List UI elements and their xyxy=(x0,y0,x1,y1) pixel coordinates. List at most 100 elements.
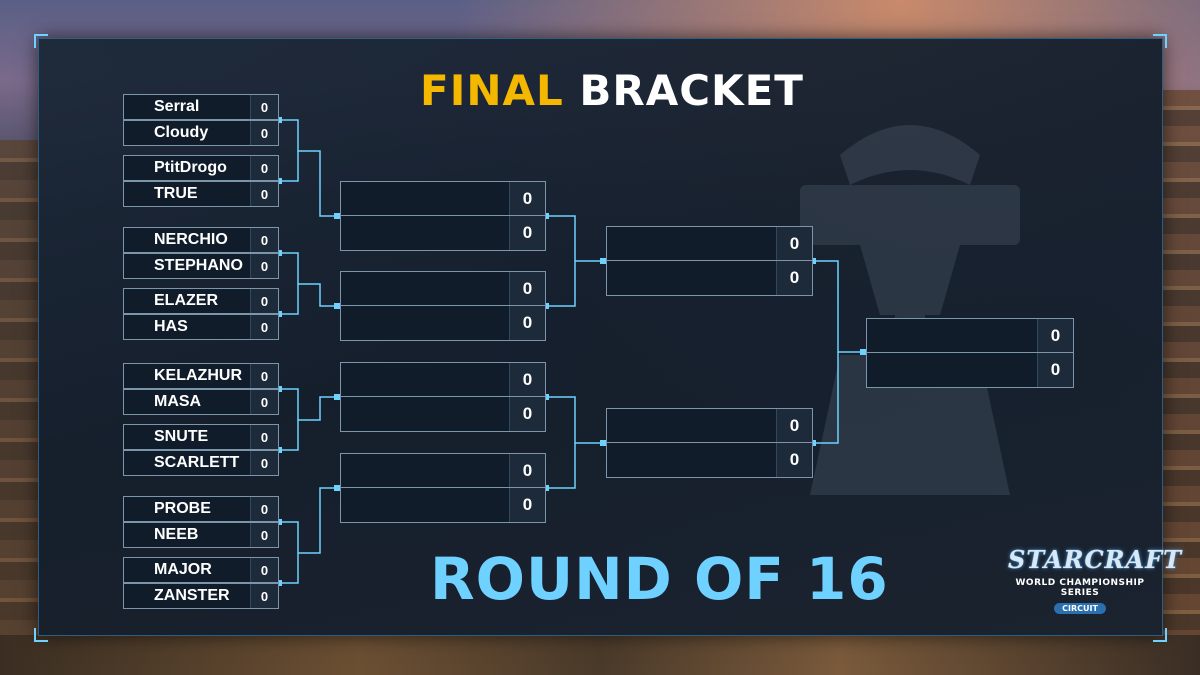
bracket-slot[interactable]: MAJOR 0 xyxy=(123,557,279,583)
panel-corner-bottom-right xyxy=(1153,628,1167,642)
bracket-slot[interactable]: 0 xyxy=(606,408,813,444)
score: 0 xyxy=(250,254,278,278)
background-city-bottom xyxy=(0,635,1200,675)
bracket-slot[interactable]: TRUE 0 xyxy=(123,181,279,207)
bracket-slot[interactable]: HAS 0 xyxy=(123,314,279,340)
page-title: FINAL BRACKET xyxy=(420,66,800,118)
player-name: STEPHANO xyxy=(154,254,243,278)
score: 0 xyxy=(1037,319,1073,353)
score: 0 xyxy=(776,443,812,477)
quarterfinal-match: 0 0 xyxy=(340,181,546,251)
bracket-slot[interactable]: Cloudy 0 xyxy=(123,120,279,146)
quarterfinal-match: 0 0 xyxy=(340,271,546,341)
bracket-slot[interactable]: PtitDrogo 0 xyxy=(123,155,279,181)
r16-match: KELAZHUR 0 MASA 0 xyxy=(123,363,279,415)
quarterfinal-match: 0 0 xyxy=(340,453,546,523)
score: 0 xyxy=(250,121,278,145)
player-name: Serral xyxy=(154,95,199,119)
score: 0 xyxy=(250,364,278,388)
score: 0 xyxy=(776,261,812,295)
player-name: SCARLETT xyxy=(154,451,239,475)
bracket-slot[interactable]: Serral 0 xyxy=(123,94,279,120)
bracket-slot[interactable]: 0 xyxy=(606,260,813,296)
player-name: NEEB xyxy=(154,523,198,547)
logo-wordmark: STARCRAFT xyxy=(1008,545,1152,574)
bracket-slot[interactable]: 0 xyxy=(606,442,813,478)
r16-match: ELAZER 0 HAS 0 xyxy=(123,288,279,340)
score: 0 xyxy=(776,227,812,261)
score: 0 xyxy=(250,182,278,206)
bracket-slot[interactable]: KELAZHUR 0 xyxy=(123,363,279,389)
score: 0 xyxy=(509,454,545,488)
score: 0 xyxy=(250,95,278,119)
player-name: MAJOR xyxy=(154,558,212,582)
logo-circuit-badge: CIRCUIT xyxy=(1054,603,1106,614)
player-name: PROBE xyxy=(154,497,211,521)
score: 0 xyxy=(509,182,545,216)
score: 0 xyxy=(1037,353,1073,387)
title-rest: BRACKET xyxy=(579,66,804,115)
score: 0 xyxy=(509,216,545,250)
semifinal-match: 0 0 xyxy=(606,408,813,478)
bracket-slot[interactable]: STEPHANO 0 xyxy=(123,253,279,279)
bracket-slot[interactable]: 0 xyxy=(866,352,1074,388)
score: 0 xyxy=(509,363,545,397)
bracket-slot[interactable]: NERCHIO 0 xyxy=(123,227,279,253)
score: 0 xyxy=(250,558,278,582)
score: 0 xyxy=(250,315,278,339)
player-name: SNUTE xyxy=(154,425,208,449)
title-highlight: FINAL xyxy=(420,66,564,115)
r16-match: PtitDrogo 0 TRUE 0 xyxy=(123,155,279,207)
bracket-slot[interactable]: 0 xyxy=(340,181,546,217)
bracket-slot[interactable]: MASA 0 xyxy=(123,389,279,415)
score: 0 xyxy=(509,397,545,431)
background-city-right xyxy=(1162,90,1200,675)
player-name: PtitDrogo xyxy=(154,156,227,180)
r16-match: SNUTE 0 SCARLETT 0 xyxy=(123,424,279,476)
bracket-slot[interactable]: SCARLETT 0 xyxy=(123,450,279,476)
score: 0 xyxy=(250,390,278,414)
score: 0 xyxy=(250,523,278,547)
player-name: ELAZER xyxy=(154,289,218,313)
player-name: TRUE xyxy=(154,182,198,206)
bracket-slot[interactable]: ZANSTER 0 xyxy=(123,583,279,609)
starcraft-wcs-logo: STARCRAFT WORLD CHAMPIONSHIP SERIES CIRC… xyxy=(1008,545,1152,625)
bracket-slot[interactable]: 0 xyxy=(340,487,546,523)
bracket-slot[interactable]: 0 xyxy=(340,305,546,341)
bracket-slot[interactable]: 0 xyxy=(340,215,546,251)
bracket-slot[interactable]: 0 xyxy=(606,226,813,262)
score: 0 xyxy=(509,488,545,522)
r16-match: NERCHIO 0 STEPHANO 0 xyxy=(123,227,279,279)
logo-subtitle: WORLD CHAMPIONSHIP SERIES xyxy=(1008,578,1152,598)
score: 0 xyxy=(250,497,278,521)
round-label: ROUND OF 16 xyxy=(430,545,850,615)
score: 0 xyxy=(250,228,278,252)
bracket-slot[interactable]: 0 xyxy=(340,396,546,432)
bracket-slot[interactable]: 0 xyxy=(340,453,546,489)
r16-match: MAJOR 0 ZANSTER 0 xyxy=(123,557,279,609)
r16-match: PROBE 0 NEEB 0 xyxy=(123,496,279,548)
score: 0 xyxy=(776,409,812,443)
panel-corner-top-left xyxy=(34,34,48,48)
bracket-slot[interactable]: NEEB 0 xyxy=(123,522,279,548)
player-name: KELAZHUR xyxy=(154,364,242,388)
bracket-slot[interactable]: SNUTE 0 xyxy=(123,424,279,450)
quarterfinal-match: 0 0 xyxy=(340,362,546,432)
score: 0 xyxy=(250,289,278,313)
score: 0 xyxy=(250,584,278,608)
bracket-slot[interactable]: PROBE 0 xyxy=(123,496,279,522)
bracket-slot[interactable]: 0 xyxy=(340,362,546,398)
score: 0 xyxy=(250,451,278,475)
player-name: HAS xyxy=(154,315,188,339)
player-name: NERCHIO xyxy=(154,228,228,252)
score: 0 xyxy=(509,306,545,340)
panel-corner-top-right xyxy=(1153,34,1167,48)
player-name: Cloudy xyxy=(154,121,208,145)
background-city-left xyxy=(0,140,40,675)
score: 0 xyxy=(509,272,545,306)
bracket-slot[interactable]: ELAZER 0 xyxy=(123,288,279,314)
bracket-slot[interactable]: 0 xyxy=(866,318,1074,354)
final-match: 0 0 xyxy=(866,318,1074,388)
bracket-slot[interactable]: 0 xyxy=(340,271,546,307)
player-name: MASA xyxy=(154,390,201,414)
